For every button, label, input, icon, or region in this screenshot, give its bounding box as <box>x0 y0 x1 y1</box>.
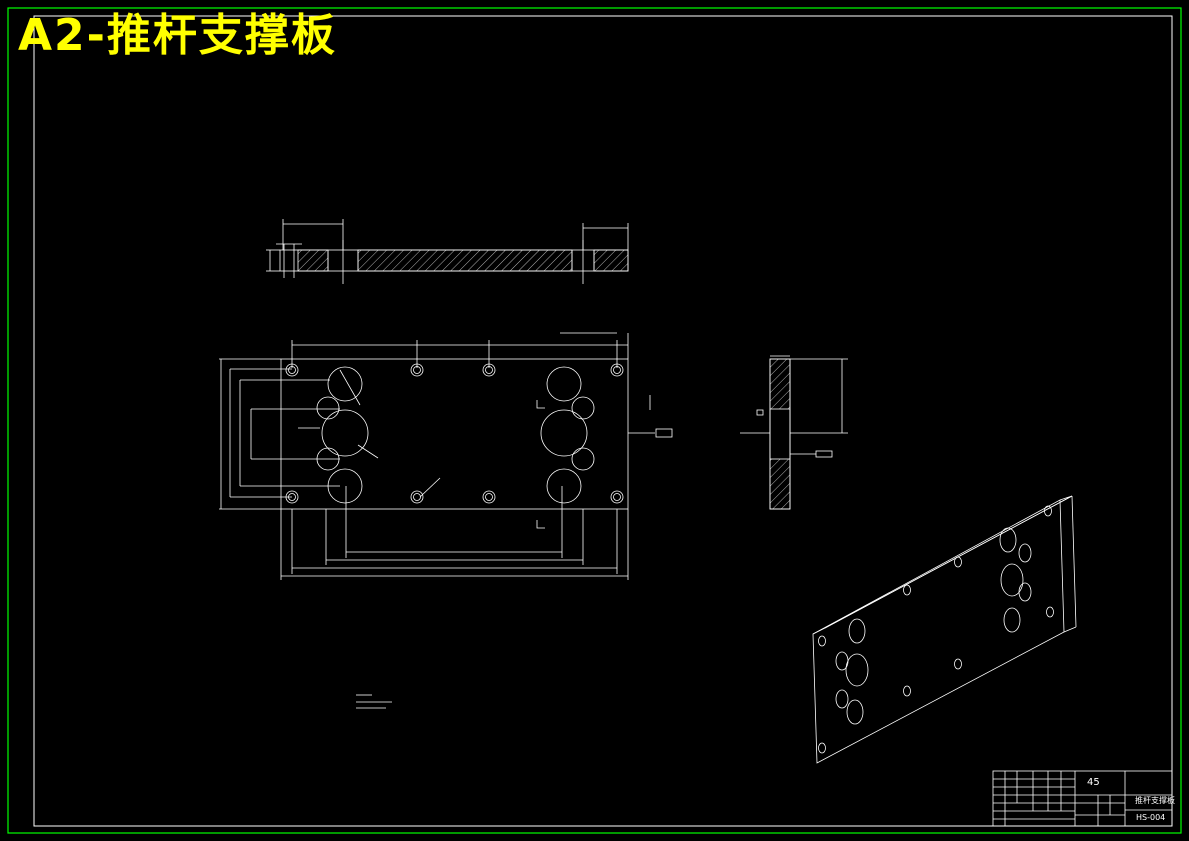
inner-drawing-frame <box>33 15 1173 827</box>
material-value: 45 <box>1087 777 1100 788</box>
title-block <box>992 770 1173 827</box>
outer-sheet-border <box>7 7 1182 834</box>
side-view <box>740 355 848 510</box>
part-name-label: 推杆支撑板 <box>1135 796 1175 805</box>
front-view <box>219 332 673 580</box>
technical-notes <box>356 694 392 709</box>
drawing-title: A2-推杆支撑板 <box>18 10 337 61</box>
top-section-view <box>266 219 629 284</box>
isometric-view <box>812 495 1077 764</box>
drawing-number: HS-004 <box>1136 813 1166 822</box>
